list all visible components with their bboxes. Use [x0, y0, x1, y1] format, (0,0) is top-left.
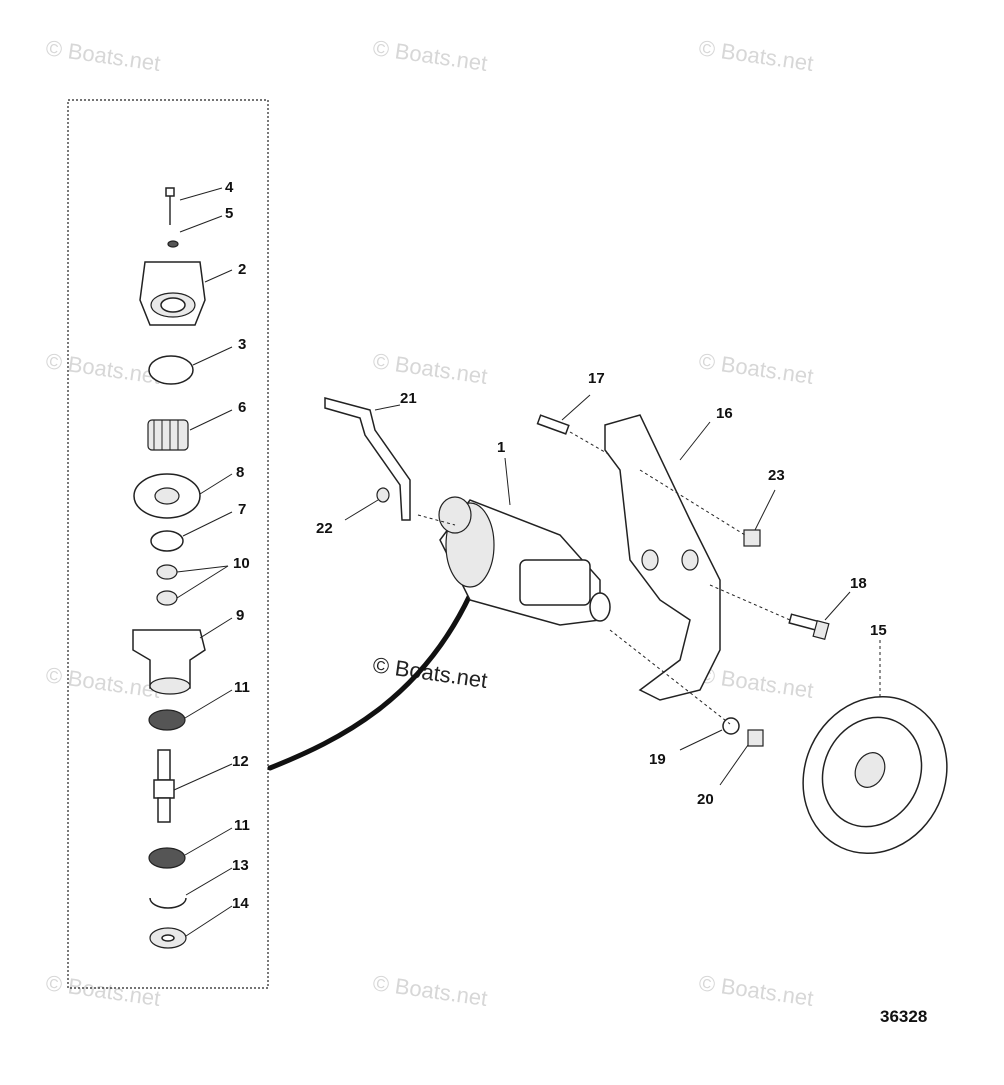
watermark: © Boats.net — [371, 348, 489, 389]
part-5-washer — [167, 240, 179, 248]
callout-7: 7 — [238, 501, 246, 518]
callout-2: 2 — [238, 261, 246, 278]
leader-lines-left — [173, 187, 233, 937]
callout-22: 22 — [316, 520, 333, 537]
callout-16: 16 — [716, 405, 733, 422]
callout-13: 13 — [232, 857, 249, 874]
part-6-impeller — [147, 419, 189, 451]
callout-10: 10 — [233, 555, 250, 572]
part-7-o-ring — [150, 530, 184, 552]
part-12-shaft — [153, 749, 175, 823]
part-1-pump — [438, 496, 611, 626]
alignment-lines — [417, 431, 881, 725]
callouts: 4 5 2 3 6 8 7 10 9 11 12 11 13 14 21 1 1… — [225, 179, 887, 912]
part-23-nut — [743, 529, 761, 547]
part-11-bearing — [148, 847, 186, 869]
part-14-seal — [149, 927, 187, 949]
part-11-bearing — [148, 709, 186, 731]
part-22-nut — [376, 487, 390, 503]
callout-12: 12 — [232, 753, 249, 770]
callout-23: 23 — [768, 467, 785, 484]
callout-15: 15 — [870, 622, 887, 639]
callout-1: 1 — [497, 439, 505, 456]
part-16-bracket — [604, 414, 721, 701]
part-13-snap-ring — [149, 897, 187, 909]
watermark: © Boats.net — [44, 662, 162, 703]
watermark: © Boats.net — [697, 35, 815, 76]
watermark: © Boats.net — [44, 348, 162, 389]
watermark: © Boats.net — [697, 970, 815, 1011]
callout-14: 14 — [232, 895, 249, 912]
callout-11: 11 — [234, 817, 250, 834]
watermark: © Boats.net — [44, 35, 162, 76]
callout-9: 9 — [236, 607, 244, 624]
callout-11: 11 — [234, 679, 250, 696]
callout-18: 18 — [850, 575, 867, 592]
part-19-washer — [722, 717, 740, 735]
callout-5: 5 — [225, 205, 233, 222]
part-15-pulley — [802, 695, 948, 855]
part-2-housing — [139, 261, 206, 326]
part-4-screw — [165, 187, 175, 225]
watermark: © Boats.net — [371, 35, 489, 76]
callout-20: 20 — [697, 791, 714, 808]
part-20-nut — [747, 729, 764, 747]
watermark: © Boats.net — [371, 970, 489, 1011]
callout-6: 6 — [238, 399, 246, 416]
watermark: © Boats.net — [44, 970, 162, 1011]
callout-21: 21 — [400, 390, 417, 407]
part-17-stud — [536, 414, 570, 435]
leader-lines-right — [344, 394, 851, 786]
figure-code: 36328 — [880, 1007, 927, 1026]
callout-19: 19 — [649, 751, 666, 768]
part-8-plate — [133, 473, 201, 519]
part-3-o-ring — [148, 355, 194, 385]
callout-17: 17 — [588, 370, 605, 387]
part-21-bracket — [324, 397, 411, 521]
watermark: © Boats.net — [697, 662, 815, 703]
hose — [267, 592, 473, 771]
part-18-bolt — [788, 613, 830, 641]
callout-8: 8 — [236, 464, 244, 481]
callout-3: 3 — [238, 336, 246, 353]
callout-4: 4 — [225, 179, 234, 196]
exploded-view-box — [67, 99, 269, 989]
part-10-nuts — [156, 564, 178, 606]
watermark: © Boats.net — [697, 348, 815, 389]
